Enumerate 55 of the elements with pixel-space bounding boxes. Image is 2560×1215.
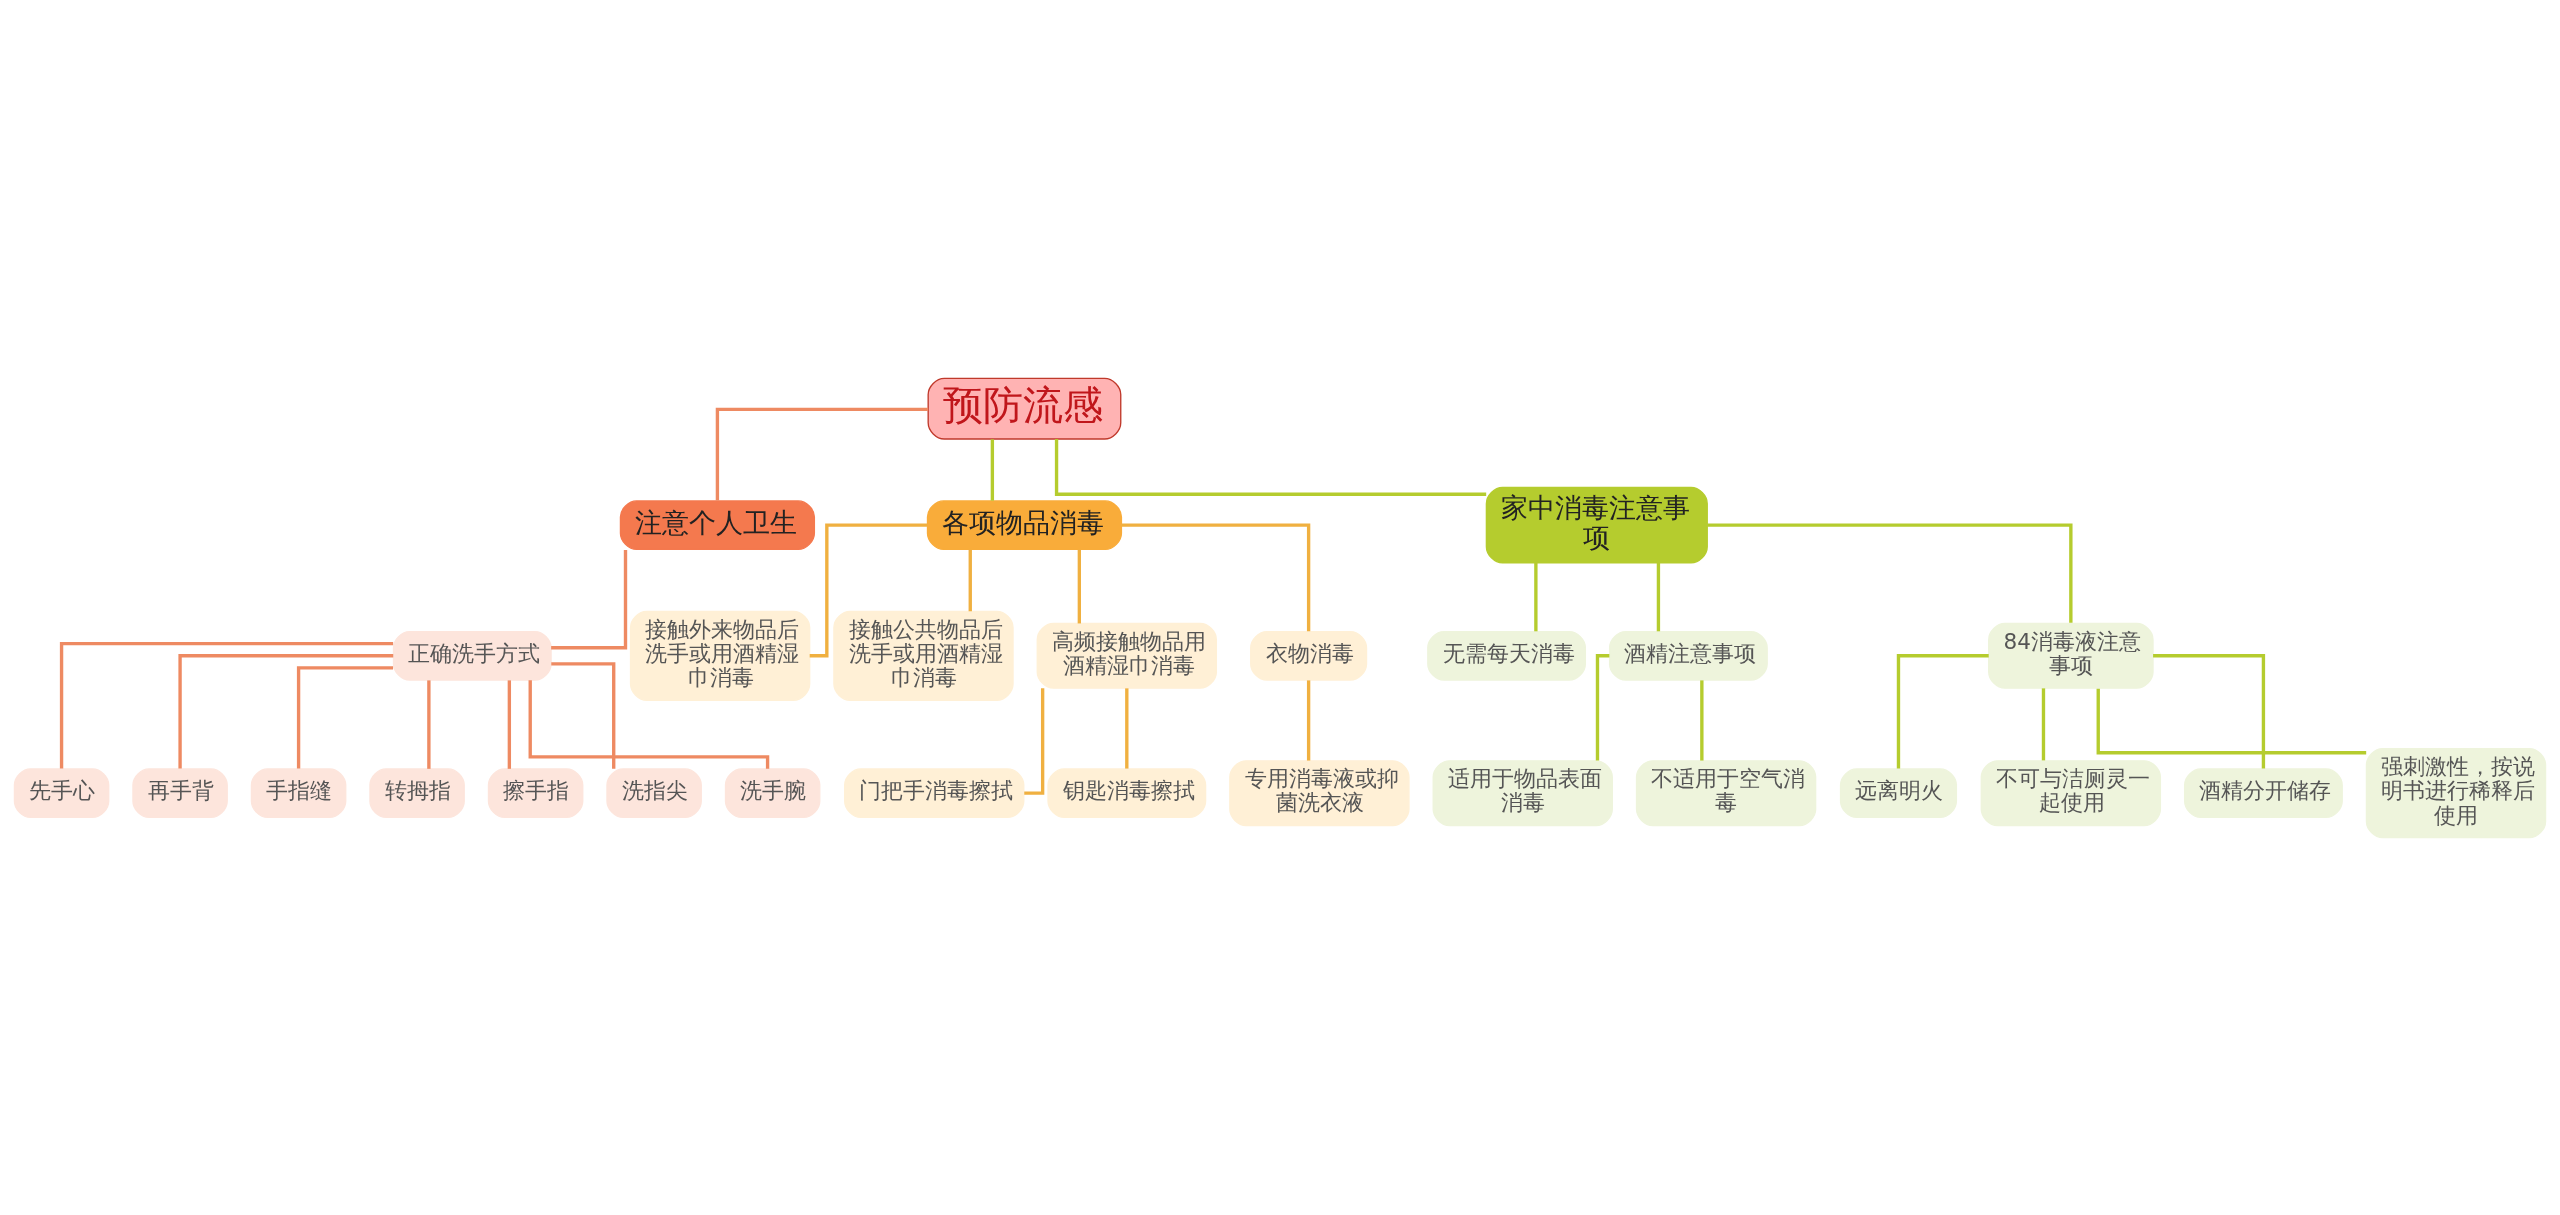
- node-box: 家中消毒注意事项: [1485, 486, 1708, 564]
- connector: [1896, 653, 1989, 769]
- node-box: 擦手指: [487, 767, 584, 818]
- node-box: 适用于物品表面消毒: [1432, 759, 1613, 826]
- node-box: 各项物品消毒: [926, 499, 1123, 550]
- connector: [427, 679, 431, 769]
- connector: [809, 523, 928, 657]
- node-box: 不适用于空气消毒: [1635, 759, 1817, 826]
- node-box: 酒精分开储存: [2183, 767, 2343, 818]
- connector: [1707, 523, 2073, 623]
- connector: [1656, 562, 1661, 631]
- node-box: 洗指尖: [606, 767, 702, 818]
- connector: [1125, 687, 1129, 769]
- node-box: 专用消毒液或抑菌洗衣液: [1229, 759, 1410, 826]
- connector: [715, 407, 929, 501]
- connector: [2096, 688, 2367, 754]
- node-box: 高频接触物品用酒精湿巾消毒: [1036, 622, 1218, 689]
- connector: [968, 549, 972, 611]
- connector: [1595, 653, 1610, 761]
- node-box: 洗手腕: [724, 767, 821, 818]
- connector: [1121, 523, 1311, 631]
- node-box: 接触外来物品后洗手或用酒精湿巾消毒: [629, 610, 811, 701]
- node-box: 酒精注意事项: [1608, 630, 1768, 681]
- node-box: 接触公共物品后洗手或用酒精湿巾消毒: [833, 610, 1014, 701]
- node-box: 转拇指: [369, 767, 465, 818]
- connector: [1534, 562, 1538, 631]
- connector: [507, 679, 512, 769]
- connector: [1700, 679, 1704, 761]
- connector: [1077, 549, 1082, 623]
- connector: [2153, 653, 2266, 769]
- node-box: 强刺激性，按说明书进行稀释后使用: [2365, 747, 2547, 838]
- node-box: 预防流感: [927, 377, 1122, 440]
- node-box: 门把手消毒擦拭: [844, 767, 1025, 818]
- node-box: 注意个人卫生: [619, 499, 816, 550]
- connector: [551, 661, 616, 769]
- node-box: 衣物消毒: [1250, 630, 1368, 681]
- node-box: 钥匙消毒擦拭: [1047, 767, 1207, 818]
- node-box: 先手心: [13, 767, 110, 818]
- connector: [1306, 679, 1311, 761]
- node-box: 手指缝: [250, 767, 347, 818]
- connector: [528, 679, 770, 769]
- connector: [551, 549, 628, 649]
- connector: [178, 653, 394, 769]
- node-box: 不可与洁厕灵一起使用: [1980, 759, 2162, 826]
- connector: [59, 641, 394, 768]
- connector: [1024, 687, 1045, 795]
- connector: [2041, 687, 2046, 760]
- node-box: 正确洗手方式: [392, 630, 552, 681]
- connector: [296, 665, 394, 768]
- node-box: 再手背: [132, 767, 228, 818]
- node-box: 无需每天消毒: [1427, 630, 1587, 681]
- node-box: 84消毒液注意事项: [1988, 622, 2154, 689]
- connector: [1054, 438, 1487, 496]
- connector: [990, 438, 995, 501]
- node-box: 远离明火: [1839, 767, 1958, 818]
